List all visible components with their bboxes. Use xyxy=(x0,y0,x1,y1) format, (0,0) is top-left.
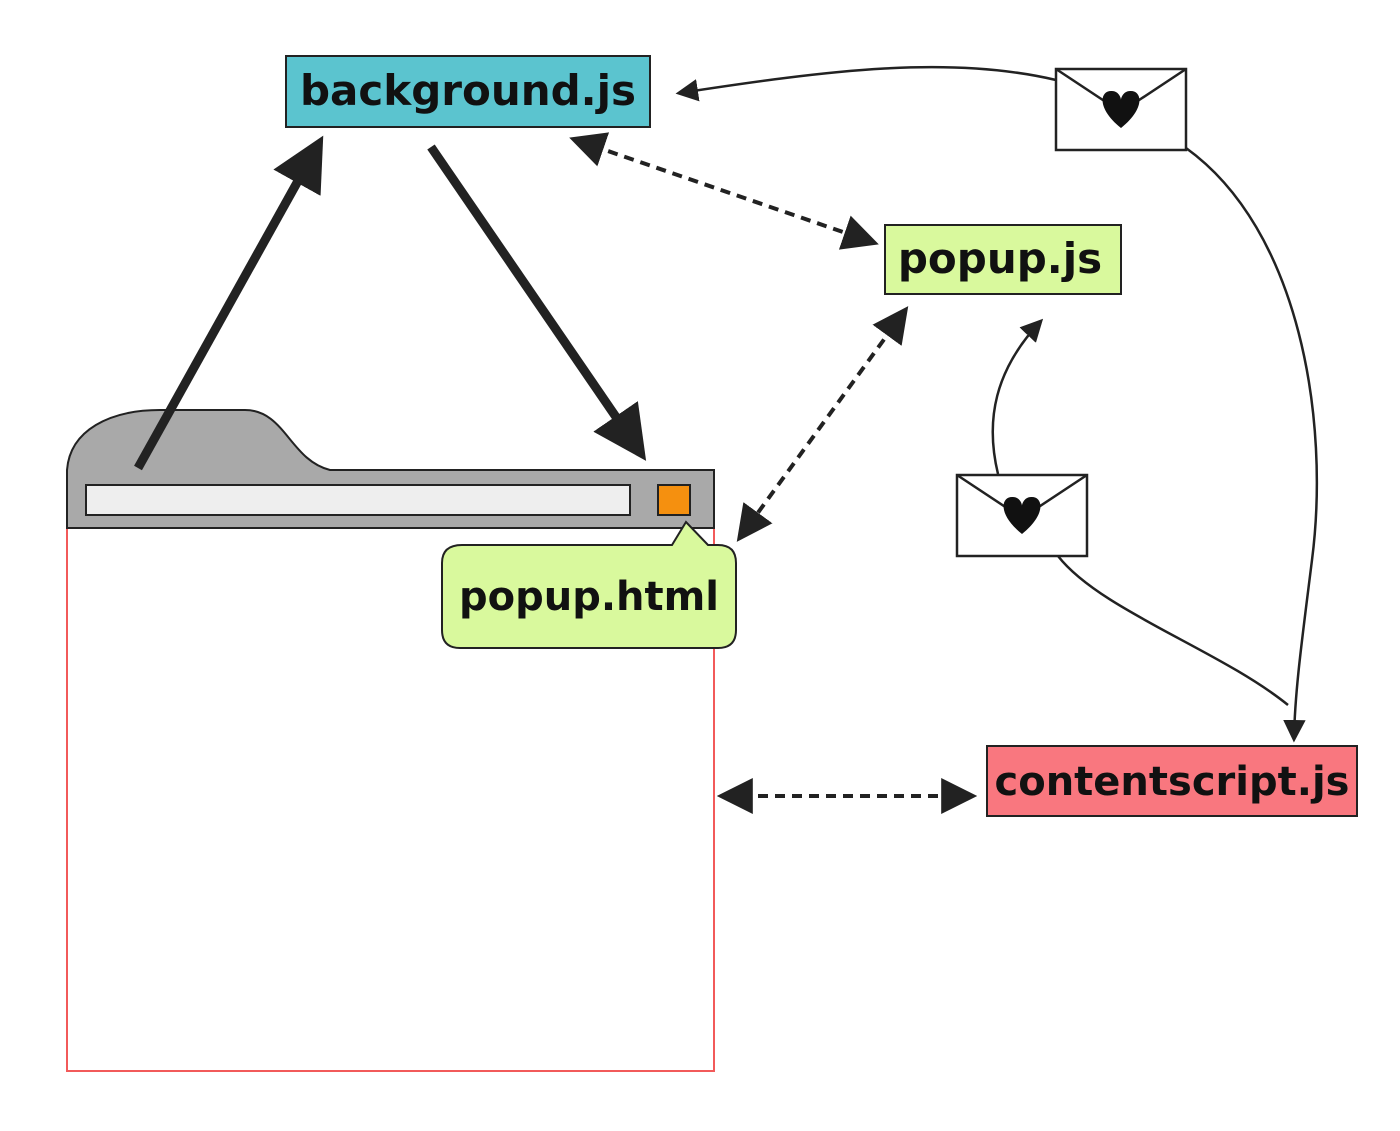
background-js-node: background.js xyxy=(285,55,651,128)
background-popupjs-dashed-arrow xyxy=(569,132,879,250)
background-js-box xyxy=(285,55,651,128)
message-to-popupjs-curve xyxy=(991,318,1044,475)
contentscript-js-box xyxy=(986,745,1358,817)
popupjs-popuphtml-dashed-arrow xyxy=(736,306,909,542)
message-from-contentscript-curve xyxy=(1057,555,1289,706)
envelope-heart-icon xyxy=(1054,67,1188,152)
popup-html-label: popup.html xyxy=(459,574,719,620)
contentscript-js-node: contentscript.js xyxy=(986,745,1358,817)
background-js-label: background.js xyxy=(300,66,636,115)
popup-html-bubble: popup.html xyxy=(441,520,737,649)
message-from-background-to-contentscript-curve xyxy=(1185,146,1319,743)
popup-html-callout xyxy=(441,520,737,649)
background-to-extension-button-arrow xyxy=(427,144,647,461)
browser-window xyxy=(66,409,715,1072)
popup-js-label: popup.js xyxy=(898,234,1102,283)
tab-to-background-arrow xyxy=(134,135,324,471)
envelope-heart-icon xyxy=(955,473,1089,558)
address-bar[interactable] xyxy=(85,484,631,516)
popup-js-box xyxy=(884,224,1122,295)
message-to-background-curve xyxy=(675,65,1057,102)
contentscript-js-label: contentscript.js xyxy=(995,759,1350,805)
popup-js-node: popup.js xyxy=(884,224,1122,295)
extension-button[interactable] xyxy=(657,484,691,516)
